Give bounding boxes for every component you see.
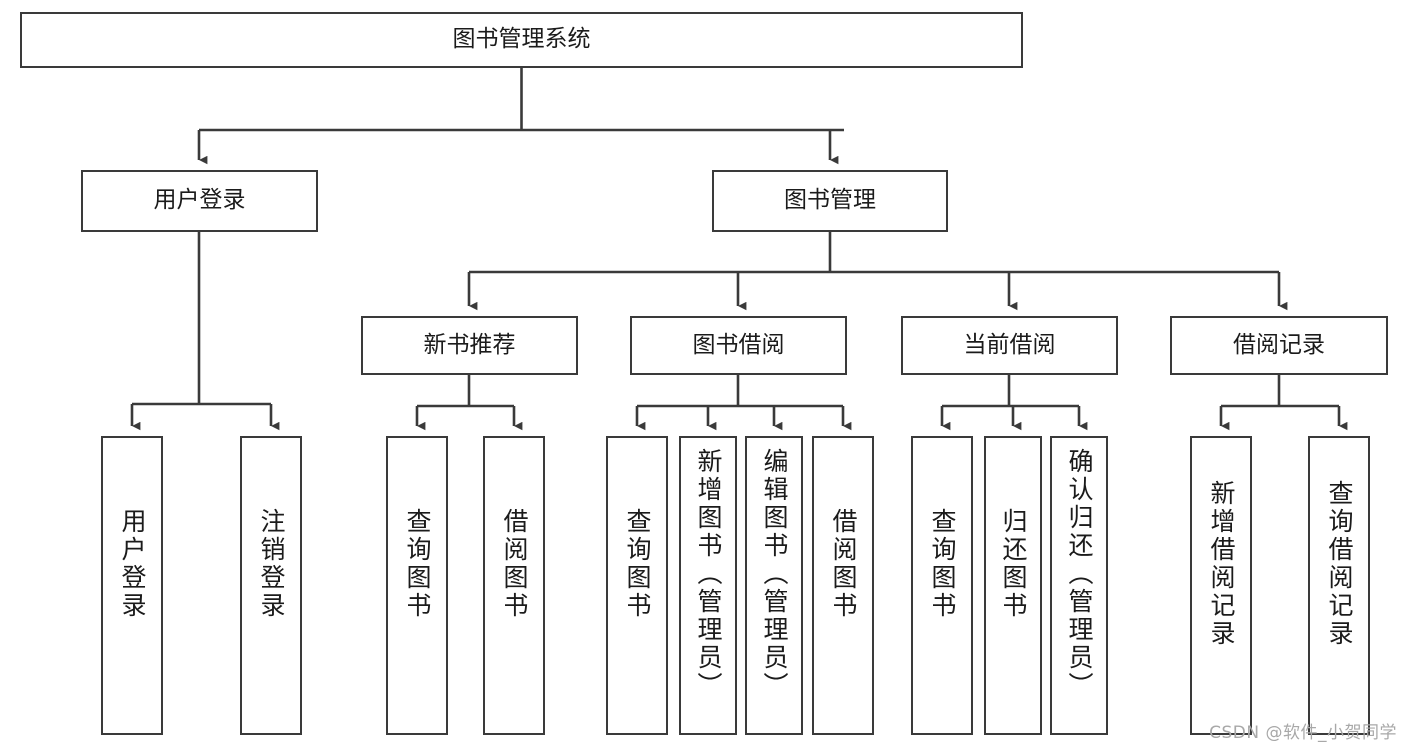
node-leaf-query-record[interactable]: 查询借阅记录 (1308, 436, 1370, 735)
node-book-manage-label: 图书管理 (784, 187, 876, 214)
node-leaf-return-book[interactable]: 归还图书 (984, 436, 1042, 735)
node-leaf-logout-label: 注销登录 (257, 508, 286, 620)
node-leaf-borrow-book-2[interactable]: 借阅图书 (812, 436, 874, 735)
node-leaf-logout[interactable]: 注销登录 (240, 436, 302, 735)
node-current-borrow[interactable]: 当前借阅 (901, 316, 1118, 375)
node-leaf-edit-book-label: 编辑图书（管理员） (760, 448, 789, 700)
node-book-borrow[interactable]: 图书借阅 (630, 316, 847, 375)
node-leaf-add-record[interactable]: 新增借阅记录 (1190, 436, 1252, 735)
node-user-login-label: 用户登录 (153, 187, 246, 214)
node-leaf-add-record-label: 新增借阅记录 (1207, 480, 1236, 648)
node-leaf-query-record-label: 查询借阅记录 (1325, 480, 1354, 648)
node-leaf-borrow-book-2-label: 借阅图书 (829, 508, 858, 620)
node-leaf-confirm-return[interactable]: 确认归还（管理员） (1050, 436, 1108, 735)
node-leaf-borrow-book-1-label: 借阅图书 (500, 508, 529, 620)
node-leaf-query-book-2[interactable]: 查询图书 (606, 436, 668, 735)
node-leaf-query-book-1[interactable]: 查询图书 (386, 436, 448, 735)
node-borrow-record-label: 借阅记录 (1233, 331, 1325, 358)
node-leaf-add-book-label: 新增图书（管理员） (694, 448, 723, 700)
node-new-book-recommend[interactable]: 新书推荐 (361, 316, 578, 375)
node-leaf-query-book-1-label: 查询图书 (403, 508, 432, 620)
watermark-text: CSDN @软件_小贺同学 (1209, 723, 1397, 743)
node-leaf-edit-book[interactable]: 编辑图书（管理员） (745, 436, 803, 735)
node-leaf-borrow-book-1[interactable]: 借阅图书 (483, 436, 545, 735)
node-user-login[interactable]: 用户登录 (81, 170, 318, 232)
node-leaf-return-book-label: 归还图书 (999, 508, 1028, 620)
node-root-label: 图书管理系统 (452, 26, 591, 53)
node-leaf-user-login[interactable]: 用户登录 (101, 436, 163, 735)
node-book-manage[interactable]: 图书管理 (712, 170, 948, 232)
node-leaf-query-book-3-label: 查询图书 (928, 508, 957, 620)
node-leaf-user-login-label: 用户登录 (118, 508, 147, 620)
node-root[interactable]: 图书管理系统 (20, 12, 1023, 68)
node-leaf-query-book-2-label: 查询图书 (623, 508, 652, 620)
node-leaf-confirm-return-label: 确认归还（管理员） (1065, 448, 1094, 700)
node-leaf-add-book[interactable]: 新增图书（管理员） (679, 436, 737, 735)
node-borrow-record[interactable]: 借阅记录 (1170, 316, 1388, 375)
node-new-book-recommend-label: 新书推荐 (423, 331, 516, 358)
node-leaf-query-book-3[interactable]: 查询图书 (911, 436, 973, 735)
node-current-borrow-label: 当前借阅 (963, 331, 1056, 358)
node-book-borrow-label: 图书借阅 (692, 331, 785, 358)
